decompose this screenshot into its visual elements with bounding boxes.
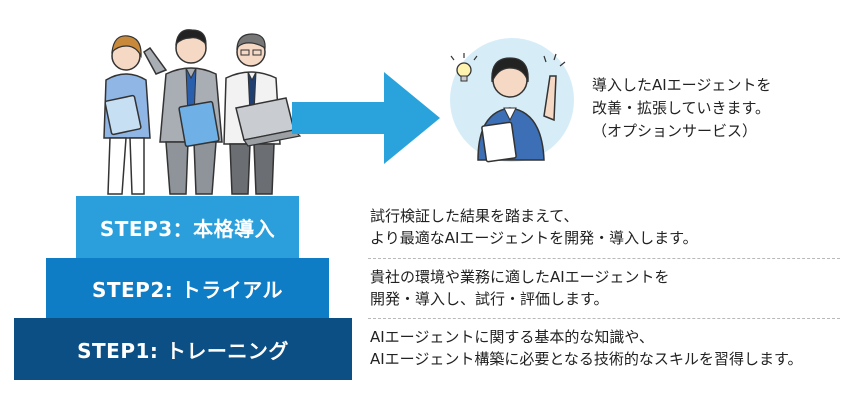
step3-description: 試行検証した結果を踏まえて、 より最適なAIエージェントを開発・導入します。 bbox=[370, 205, 840, 249]
step1-block: STEP1: トレーニング bbox=[14, 318, 352, 380]
description-line: 試行検証した結果を踏まえて、 bbox=[370, 207, 579, 225]
person-man-center bbox=[143, 29, 223, 195]
consultant-illustration bbox=[450, 38, 574, 163]
callout-line: 改善・拡張していきます。 bbox=[592, 99, 771, 117]
dashed-divider bbox=[368, 318, 840, 319]
callout-line: （オプションサービス） bbox=[592, 122, 758, 140]
step2-block: STEP2: トライアル bbox=[46, 258, 329, 318]
step2-description: 貴社の環境や業務に適したAIエージェントを 開発・導入し、試行・評価します。 bbox=[370, 266, 840, 310]
step1-label: STEP1: トレーニング bbox=[77, 338, 289, 363]
step1-description: AIエージェントに関する基本的な知識や、 AIエージェント構築に必要となる技術的… bbox=[370, 326, 840, 370]
step2-label: STEP2: トライアル bbox=[91, 277, 284, 302]
person-woman bbox=[103, 35, 151, 195]
team-illustration bbox=[103, 29, 302, 195]
step3-block: STEP3：本格導入 bbox=[76, 196, 299, 258]
description-line: 開発・導入し、試行・評価します。 bbox=[370, 290, 609, 308]
dashed-divider bbox=[368, 258, 840, 259]
person-man-right bbox=[223, 33, 302, 195]
description-line: より最適なAIエージェントを開発・導入します。 bbox=[370, 229, 698, 247]
lightbulb-icon bbox=[450, 53, 478, 82]
description-line: 貴社の環境や業務に適したAIエージェントを bbox=[370, 268, 670, 286]
option-service-callout: 導入したAIエージェントを 改善・拡張していきます。 （オプションサービス） bbox=[592, 74, 832, 143]
callout-line: 導入したAIエージェントを bbox=[592, 76, 772, 94]
right-arrow-icon bbox=[292, 72, 440, 164]
step3-label: STEP3：本格導入 bbox=[99, 216, 276, 241]
description-line: AIエージェント構築に必要となる技術的なスキルを習得します。 bbox=[370, 350, 803, 368]
description-line: AIエージェントに関する基本的な知識や、 bbox=[370, 328, 654, 346]
